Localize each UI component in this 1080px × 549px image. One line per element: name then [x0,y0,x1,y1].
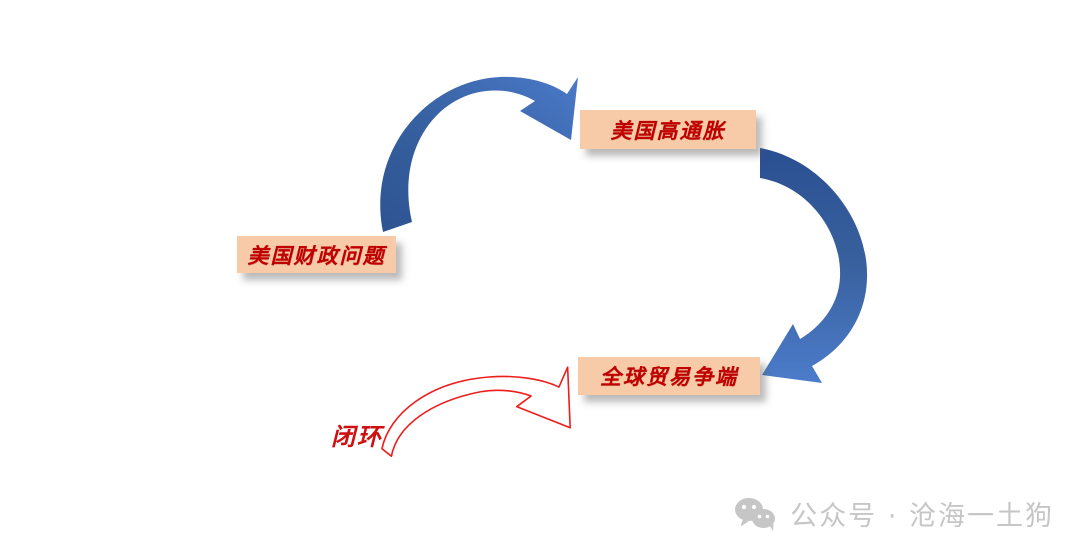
node-label-fiscal: 美国财政问题 [247,243,386,268]
arrow-fiscal-to-inflation [380,76,578,233]
node-box-trade[interactable]: 全球贸易争端 [578,357,760,395]
arrow-trade-to-fiscal [381,366,571,457]
watermark: 公众号 · 沧海一土狗 [734,494,1054,533]
annotation-closed-loop: 闭环 [331,425,383,451]
node-box-inflation[interactable]: 美国高通胀 [580,110,756,149]
node-label-inflation: 美国高通胀 [610,118,726,143]
wechat-icon [735,497,776,531]
arrow-inflation-to-trade [760,148,868,383]
watermark-text: 公众号 · 沧海一土狗 [790,501,1054,532]
node-label-trade: 全球贸易争端 [600,365,738,389]
node-box-fiscal[interactable]: 美国财政问题 [237,236,396,273]
